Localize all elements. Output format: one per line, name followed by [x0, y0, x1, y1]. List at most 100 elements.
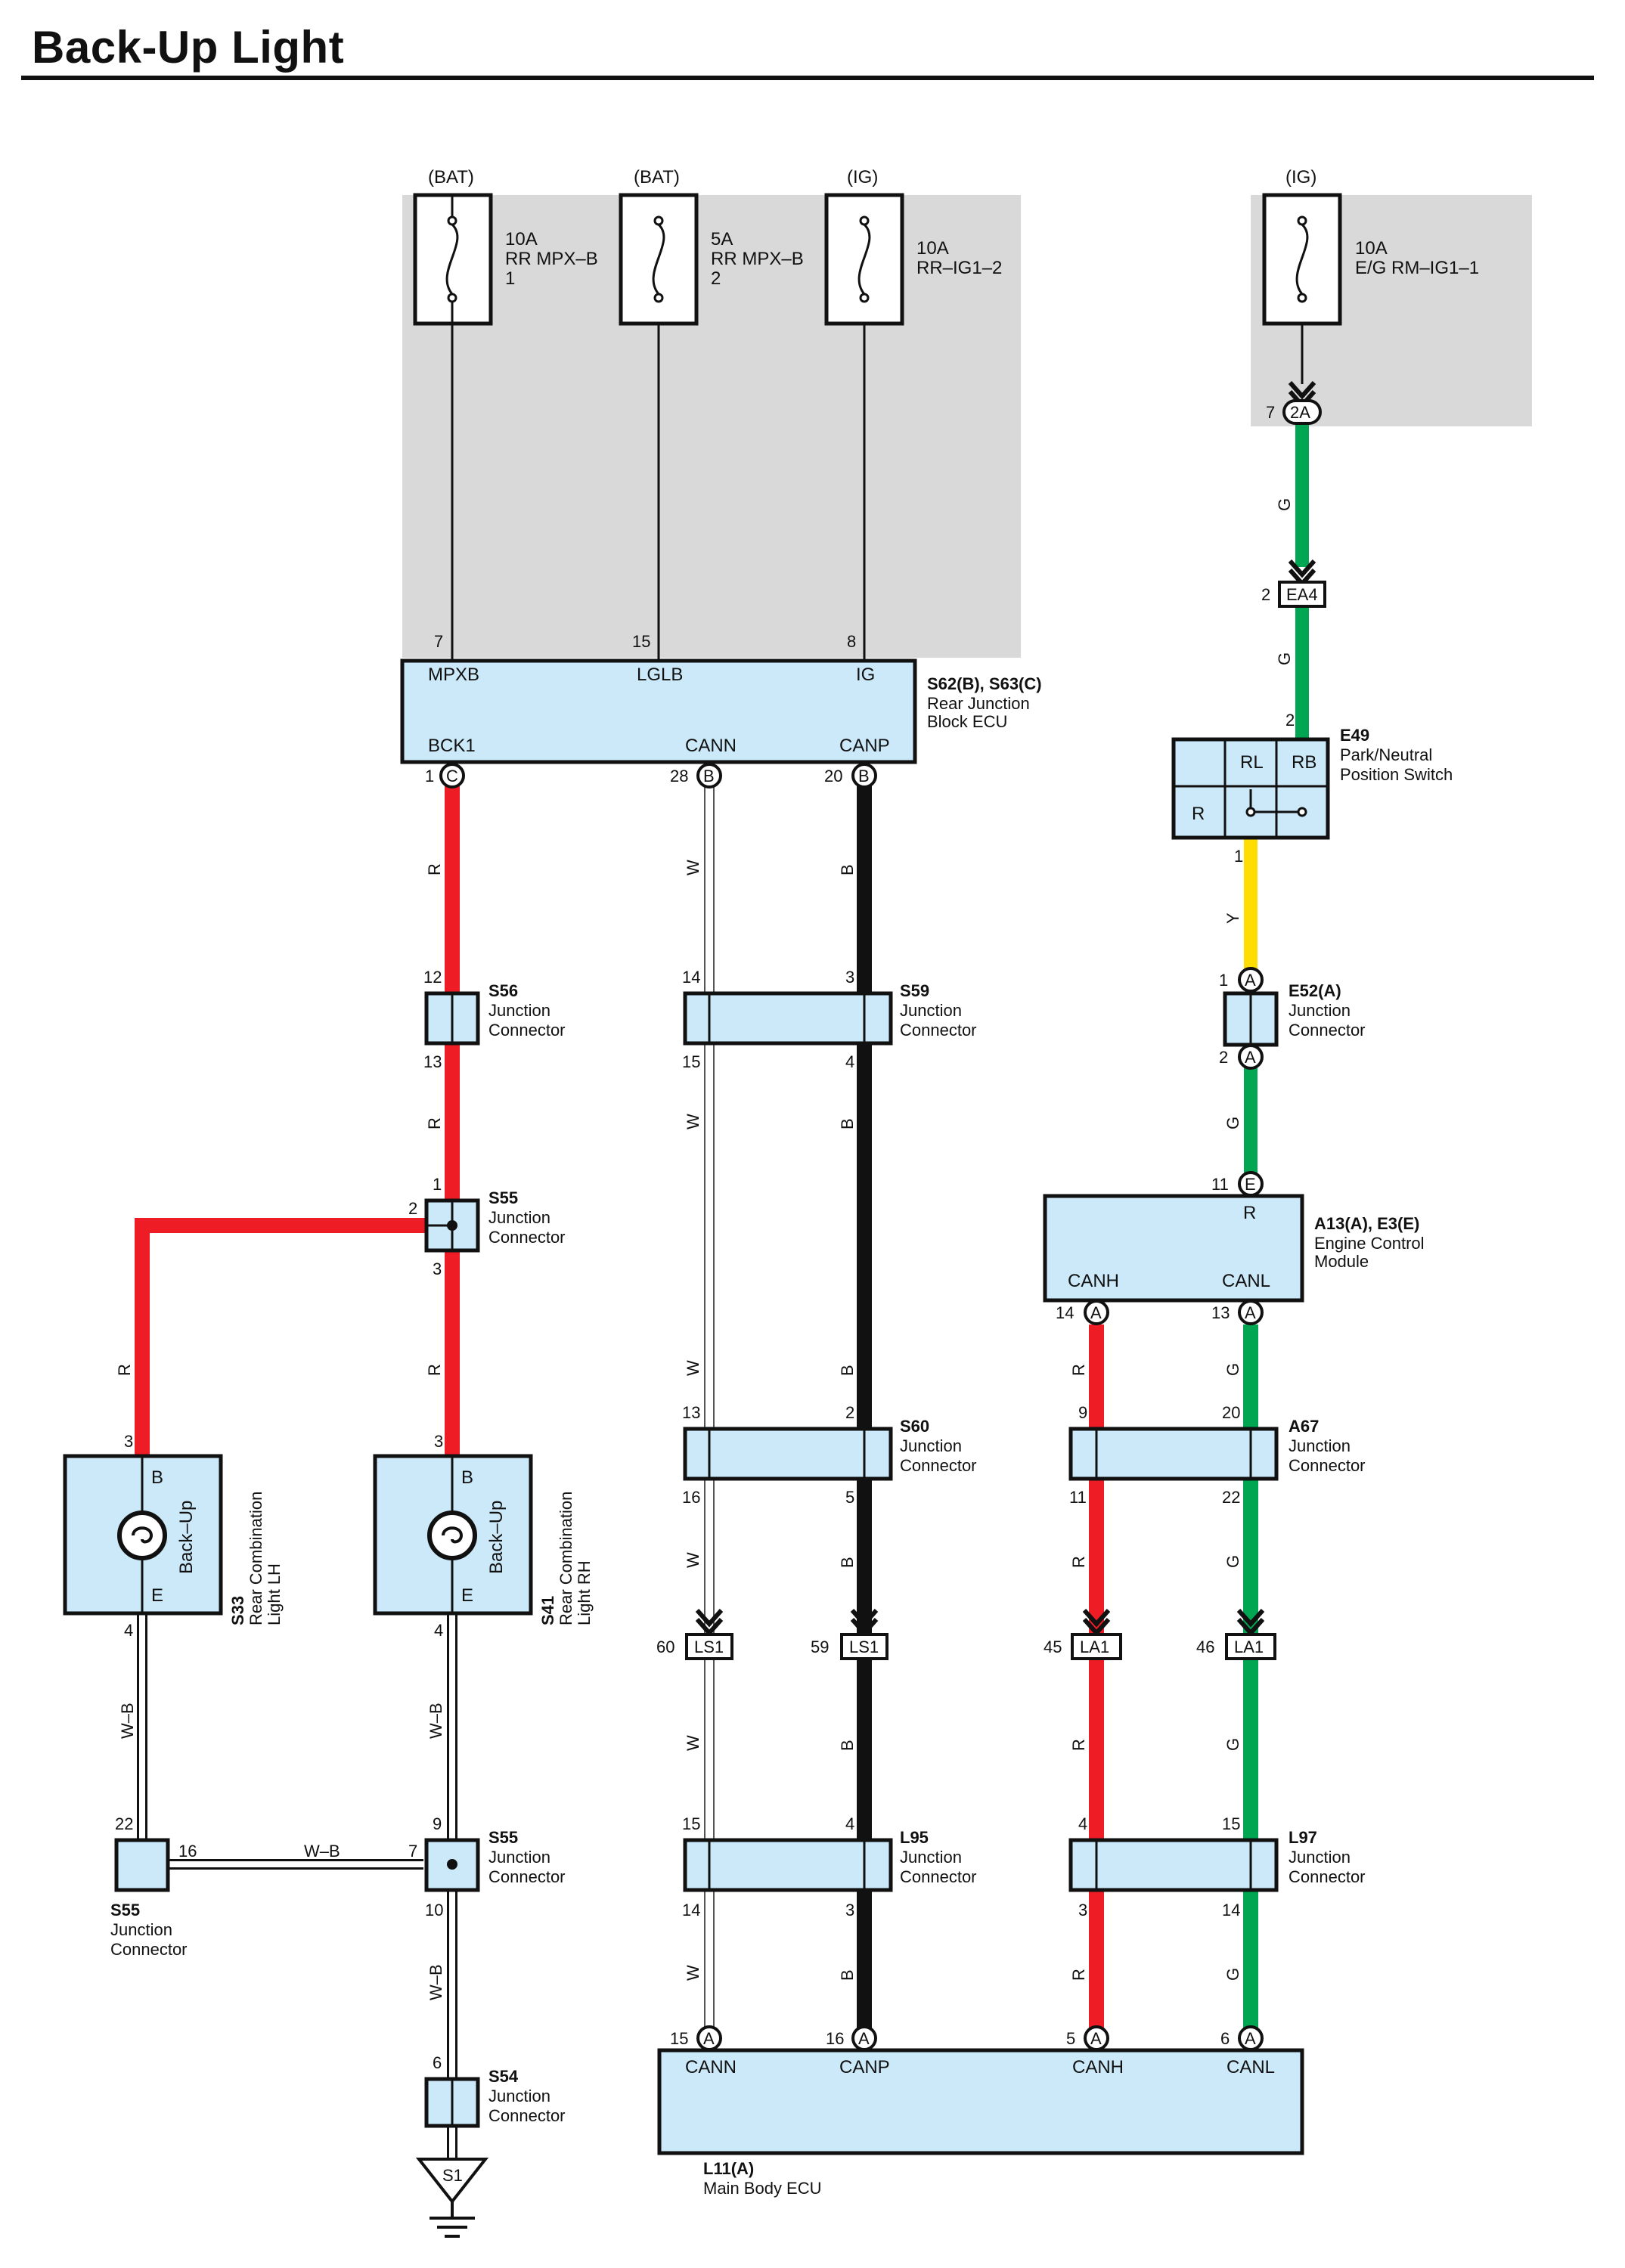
s62-pin-7: 7 [434, 632, 443, 651]
e49-pin-1: 1 [1234, 847, 1243, 866]
s55c-id: S55 [110, 1901, 140, 1919]
junction-s55-lower [424, 1838, 480, 1892]
lamp-s33 [63, 1454, 223, 1616]
s41-line1: Rear Combination [557, 1492, 575, 1625]
junction-s54 [424, 2077, 480, 2128]
connector-ea4 [1278, 559, 1326, 608]
s41-line2: Light RH [575, 1560, 594, 1625]
l11-pin-15: 15 [670, 2029, 688, 2048]
fuse-2-rating: 5A [711, 229, 733, 249]
l97-line2: Connector [1289, 1867, 1366, 1886]
s60-pin-2: 2 [845, 1403, 854, 1422]
s33-line2: Light LH [265, 1563, 284, 1625]
e52-pin-1: 1 [1219, 971, 1228, 990]
s62-conn-b-cann: B [703, 767, 715, 785]
ecm-conn-e: E [1245, 1175, 1256, 1194]
l11-term-canp: CANP [839, 2057, 890, 2077]
e52-conn-top: A [1245, 971, 1256, 990]
wc-w-5: W [684, 1735, 702, 1751]
s55a-pin-1: 1 [433, 1175, 442, 1194]
fuse-4-rating: 10A [1355, 238, 1388, 259]
s41-id: S41 [538, 1596, 557, 1625]
wc-w-6: W [684, 1965, 702, 1981]
s60-line2: Connector [900, 1456, 977, 1475]
connector-la1-46 [1225, 1609, 1276, 1660]
s54-line2: Connector [488, 2106, 566, 2125]
wc-g-2: G [1275, 652, 1294, 665]
ground-label: S1 [442, 2166, 463, 2185]
ecm-term-canh: CANH [1068, 1271, 1119, 1291]
l97-pin-14: 14 [1222, 1901, 1240, 1919]
la1-46-label: LA1 [1234, 1637, 1264, 1656]
ecm-pin-13: 13 [1211, 1303, 1230, 1322]
s33-term-b: B [151, 1467, 163, 1488]
junction-s55-left [114, 1838, 170, 1892]
connector-ls1-60 [685, 1609, 733, 1660]
s54-pin-6: 6 [433, 2053, 442, 2072]
s55b-pin-9: 9 [433, 1814, 442, 1833]
wc-b-1: B [838, 864, 857, 875]
fuse-3 [824, 193, 904, 326]
s55b-id: S55 [488, 1828, 518, 1847]
s56-id: S56 [488, 981, 518, 1000]
connector-2a-label: 2A [1290, 403, 1310, 422]
wc-w-3: W [684, 1360, 702, 1376]
fuse-block-shade-left [402, 195, 1021, 658]
wc-y-1: Y [1223, 912, 1242, 924]
connector-la1-45 [1071, 1609, 1122, 1660]
l11-pin-6: 6 [1220, 2029, 1230, 2048]
fuse-1-name: RR MPX–B [505, 249, 598, 269]
wire-color-labels: R R R R W W W W W W B B B B B B G G Y G … [115, 498, 1294, 2000]
s33-id: S33 [228, 1596, 247, 1625]
junction-l95 [683, 1838, 893, 1892]
a67-pin-9: 9 [1078, 1403, 1087, 1422]
s33-pin-4: 4 [124, 1621, 133, 1640]
junction-s56 [424, 991, 480, 1046]
s54-line1: Junction [488, 2087, 550, 2105]
wc-g-1: G [1275, 498, 1294, 511]
wc-r-8: R [1069, 1969, 1088, 1981]
wc-g-5: G [1223, 1555, 1242, 1568]
l11-line1: Main Body ECU [703, 2179, 822, 2198]
wc-w-4: W [684, 1552, 702, 1568]
ea4-label: EA4 [1286, 585, 1318, 604]
ls1-59-pin: 59 [811, 1637, 829, 1656]
s41-term-b: B [461, 1467, 473, 1488]
s56-pin-13: 13 [423, 1052, 442, 1071]
ls1-59-label: LS1 [849, 1637, 879, 1656]
wc-r-7: R [1069, 1739, 1088, 1751]
s55c-pin-22: 22 [115, 1814, 133, 1833]
s59-pin-15: 15 [682, 1052, 700, 1071]
s41-func: Back–Up [486, 1501, 507, 1574]
ecm-conn-a-canl: A [1245, 1303, 1256, 1322]
ecm-term-canl: CANL [1222, 1271, 1270, 1291]
s55b-line2: Connector [488, 1867, 566, 1886]
l97-id: L97 [1289, 1828, 1317, 1847]
s60-pin-13: 13 [682, 1403, 700, 1422]
ecm-pin-11: 11 [1211, 1175, 1229, 1194]
s55a-line1: Junction [488, 1208, 550, 1227]
s55c-pin-16: 16 [178, 1842, 197, 1861]
s41-pin-3: 3 [434, 1432, 443, 1451]
junction-s59 [683, 991, 893, 1046]
e52-line2: Connector [1289, 1021, 1366, 1040]
wc-b-6: B [838, 1969, 857, 1981]
wc-g-6: G [1223, 1738, 1242, 1751]
ls1-60-label: LS1 [694, 1637, 724, 1656]
ls1-60-pin: 60 [656, 1637, 674, 1656]
l11-term-cann: CANN [685, 2057, 737, 2077]
fuse-2-num: 2 [711, 268, 721, 289]
wc-w-2: W [684, 1114, 702, 1129]
ecm-term-r: R [1243, 1203, 1256, 1223]
s62-conn-c: C [446, 767, 458, 785]
l97-pin-4: 4 [1078, 1814, 1087, 1833]
s62-pin-8: 8 [847, 632, 856, 651]
la1-45-label: LA1 [1080, 1637, 1109, 1656]
fuse-1-rating: 10A [505, 229, 538, 249]
wc-r-3: R [425, 1364, 444, 1376]
s59-id: S59 [900, 981, 929, 1000]
a67-line1: Junction [1289, 1436, 1351, 1455]
s33-func: Back–Up [176, 1501, 197, 1574]
s55c-line1: Junction [110, 1920, 172, 1939]
l95-pin-3: 3 [845, 1901, 854, 1919]
